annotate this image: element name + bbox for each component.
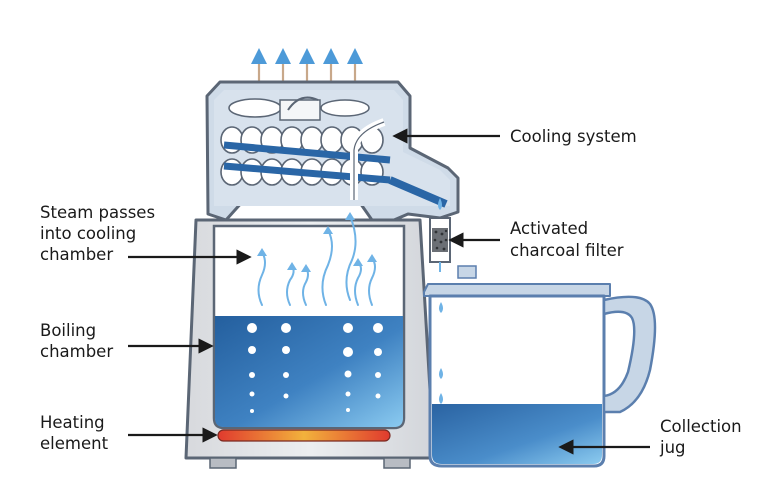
boiler-foot-right	[383, 457, 411, 469]
label-steam: Steam passes into cooling chamber	[40, 203, 160, 264]
heating-element	[217, 429, 391, 442]
jug-handle	[602, 295, 657, 414]
label-boiling-chamber: Boiling chamber	[40, 321, 113, 361]
boiler-foot-left	[209, 457, 237, 469]
fan-icon	[228, 96, 370, 121]
collection-jug	[423, 265, 657, 468]
label-collection-jug: Collection jug	[659, 417, 747, 457]
leader-lines	[128, 128, 650, 455]
label-heating-element: Heating element	[40, 413, 110, 453]
boiling-water	[215, 316, 403, 427]
charcoal-filter	[429, 198, 451, 272]
bubbles	[247, 323, 383, 413]
label-charcoal-filter: Activated charcoal filter	[510, 219, 624, 260]
steam-arrowheads	[257, 212, 377, 272]
label-cooling-system: Cooling system	[510, 127, 637, 146]
cooling-coils	[220, 118, 448, 208]
